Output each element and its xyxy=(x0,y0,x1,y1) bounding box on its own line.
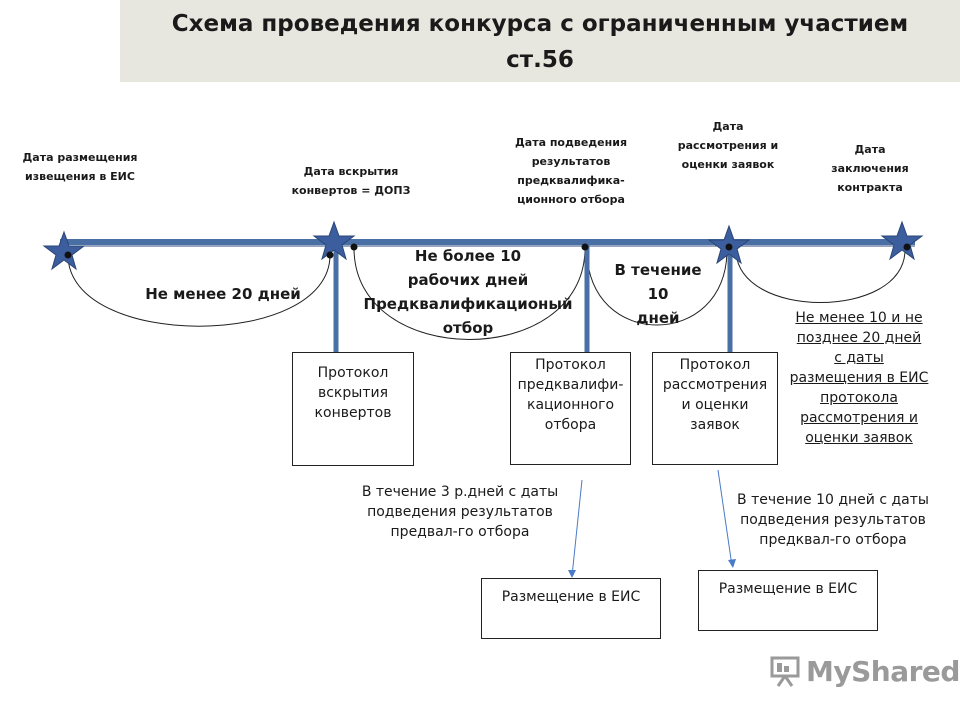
milestone-label-3: Дата подведения результатов предквалифик… xyxy=(514,136,628,206)
logo-text: MyShared xyxy=(806,654,960,688)
period-arc-2 xyxy=(353,247,586,340)
presentation-board-icon xyxy=(770,656,800,687)
star-icon xyxy=(42,230,86,271)
eis-placement-box-2: Размещение в ЕИС xyxy=(698,570,878,631)
milestone-label-1: Дата размещения извещения в ЕИС xyxy=(22,151,138,183)
milestone-dot xyxy=(326,251,334,259)
milestone-label-2: Дата вскрытия конвертов = ДОПЗ xyxy=(291,165,411,197)
star-icon xyxy=(312,220,356,261)
note-3-days: В течение 3 р.дней с даты подведения рез… xyxy=(361,484,559,540)
milestone-dot xyxy=(581,243,589,251)
arrow-eis2-head xyxy=(728,559,736,568)
protocol-opening-box: Протокол вскрытия конвертов xyxy=(292,352,414,466)
period-label-4: Не менее 10 и не позднее 20 дней с даты … xyxy=(789,310,929,446)
period-arc-4 xyxy=(735,249,906,303)
arrow-eis2 xyxy=(717,469,733,567)
period-arc-1 xyxy=(67,254,331,327)
milestone-dot xyxy=(725,243,733,251)
milestone-label-5: Дата заключения контракта xyxy=(831,143,909,194)
protocol-evaluation-box: Протокол рассмотрения и оценки заявок xyxy=(652,352,778,465)
watermark-logo: MyShared xyxy=(768,654,960,688)
period-label-3: В течение 10 дней xyxy=(614,261,702,327)
milestone-dot xyxy=(903,243,911,251)
period-label-2: Не более 10 рабочих дней Предквалификаци… xyxy=(363,247,573,337)
period-label-1: Не менее 20 дней xyxy=(145,285,301,303)
arrow-eis1-head xyxy=(568,570,576,578)
title-band xyxy=(120,0,960,82)
milestone-label-4: Дата рассмотрения и оценки заявок xyxy=(677,120,779,171)
milestone-dot xyxy=(350,243,358,251)
period-arc-3 xyxy=(586,249,728,326)
milestone-dot xyxy=(64,251,72,259)
page-title: Схема проведения конкурса с ограниченным… xyxy=(171,11,909,73)
protocol-prequalification-box: Протокол предквалифи- кационного отбора xyxy=(510,352,631,465)
arrow-eis1 xyxy=(571,479,583,577)
star-icon xyxy=(880,220,924,261)
note-10-days: В течение 10 дней с даты подведения резу… xyxy=(737,492,929,548)
eis-placement-box-1: Размещение в ЕИС xyxy=(481,578,661,639)
